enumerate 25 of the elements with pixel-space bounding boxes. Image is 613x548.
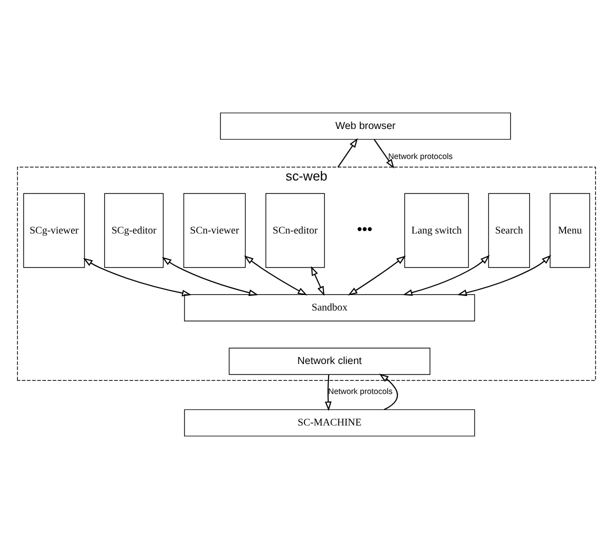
node-box: SCn-editor [265,192,325,268]
node-box: Search [488,192,530,268]
node-box: Network client [228,347,430,374]
arrow [338,138,358,167]
node-box: SCn-viewer [183,192,246,268]
node-box: SCg-viewer [23,192,85,268]
node-box: Web browser [220,112,511,140]
arrow [244,254,308,295]
arrow [310,266,324,296]
arrow [379,373,398,410]
arrow [374,138,394,168]
node-box: SCg-editor [104,192,164,268]
arrow [83,257,192,296]
node-box: SC-MACHINE [184,408,476,436]
arrow [457,254,552,296]
arrow [324,374,332,411]
node-box: Menu [550,192,590,268]
edge-label: Network protocols [328,386,393,396]
node-box: Lang switch [404,192,469,268]
edge-label: Network protocols [388,151,453,160]
label: ••• [357,222,372,238]
arrow [348,255,406,296]
node-box: Sandbox [184,294,476,321]
arrow [402,254,490,296]
arrow [162,256,258,296]
